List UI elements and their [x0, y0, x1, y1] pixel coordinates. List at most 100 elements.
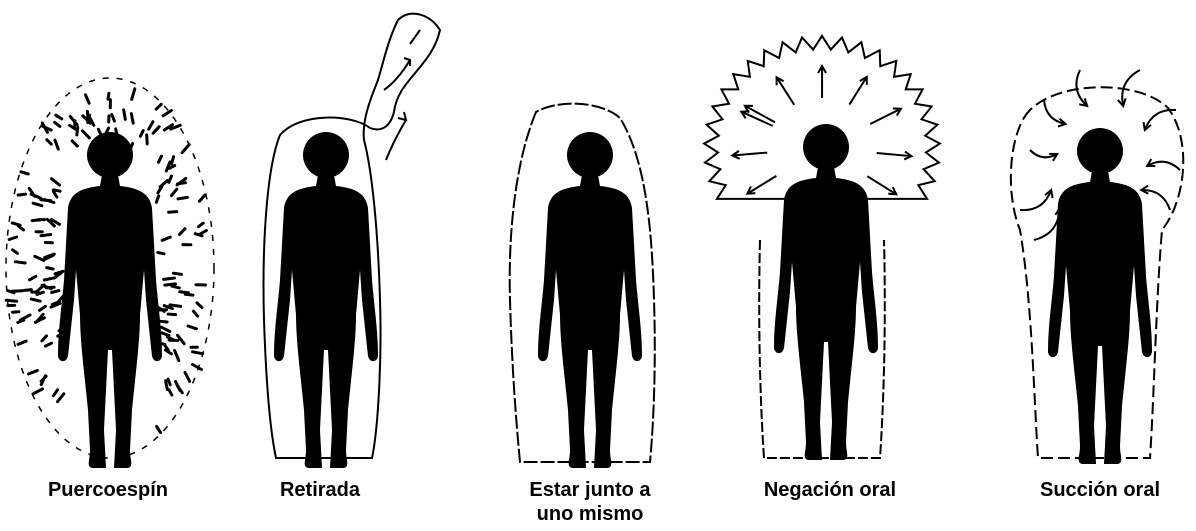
- quill-mark: [130, 87, 137, 101]
- caption-negacion-oral: Negación oral: [763, 479, 897, 501]
- inward-arrow: [1075, 69, 1089, 108]
- quill-mark: [51, 189, 59, 199]
- quill-mark: [49, 301, 62, 309]
- quill-mark: [151, 125, 161, 135]
- quill-mark: [43, 252, 56, 259]
- inward-arrow: [1019, 188, 1054, 212]
- quill-mark: [19, 170, 30, 176]
- quill-mark: [39, 198, 53, 203]
- outward-arrows: [730, 63, 914, 196]
- outward-arrow: [730, 150, 768, 160]
- quill-mark: [40, 283, 53, 291]
- quill-mark: [52, 188, 62, 193]
- inward-arrow: [1142, 108, 1177, 132]
- quill-mark: [41, 124, 53, 132]
- quill-mark: [193, 232, 204, 238]
- quill-mark: [35, 290, 45, 296]
- quill-mark: [51, 388, 60, 398]
- outward-arrow: [848, 75, 868, 106]
- quill-mark: [29, 192, 43, 200]
- body-silhouette: [538, 132, 642, 468]
- quill-mark: [45, 266, 55, 271]
- quill-mark: [169, 123, 182, 131]
- quill-mark: [42, 276, 55, 282]
- quill-mark: [160, 235, 172, 242]
- quill-mark: [10, 289, 25, 293]
- quill-mark: [33, 316, 46, 324]
- quill-mark: [50, 300, 62, 306]
- quill-mark: [81, 114, 92, 125]
- body-silhouette: [274, 132, 378, 468]
- quill-mark: [7, 235, 18, 241]
- quill-mark: [198, 229, 208, 236]
- quill-mark: [53, 120, 62, 128]
- quill-mark: [169, 155, 176, 166]
- quill-mark: [28, 274, 38, 282]
- quill-mark: [13, 260, 27, 265]
- quill-mark: [45, 217, 56, 228]
- quill-mark: [197, 221, 205, 229]
- quill-mark: [162, 304, 174, 311]
- quill-mark: [16, 339, 28, 346]
- quill-mark: [40, 334, 48, 343]
- quill-mark: [39, 233, 53, 238]
- quill-mark: [122, 108, 127, 121]
- quill-mark: [70, 139, 79, 148]
- quill-mark: [174, 380, 182, 392]
- quill-mark: [50, 218, 61, 226]
- quill-mark: [30, 218, 42, 223]
- aura-outline: [5, 77, 215, 459]
- quill-mark: [178, 227, 187, 236]
- quill-mark: [4, 298, 19, 303]
- inward-arrow: [1029, 149, 1059, 162]
- quill-mark: [16, 192, 28, 197]
- quill-mark: [186, 324, 198, 331]
- caption-puercoespin: Puercoespín: [47, 479, 169, 501]
- quill-mark: [191, 309, 200, 318]
- outward-arrow: [817, 63, 827, 99]
- quill-mark: [50, 289, 61, 294]
- quill-mark: [176, 181, 187, 186]
- quill-mark: [166, 377, 172, 387]
- quill-mark: [84, 93, 91, 105]
- quill-mark: [45, 138, 53, 146]
- quill-mark: [167, 210, 179, 214]
- quill-mark: [106, 91, 111, 101]
- quill-mark: [178, 290, 190, 295]
- quill-mark: [110, 112, 116, 123]
- quill-mark: [16, 318, 26, 324]
- quill-mark: [160, 325, 172, 333]
- figure-succion-oral: [1009, 69, 1185, 464]
- quill-mark: [147, 120, 155, 131]
- quill-mark: [156, 185, 164, 195]
- quill-mark: [163, 343, 170, 352]
- quill-mark: [53, 138, 60, 151]
- quill-mark: [159, 330, 171, 337]
- caption-retirada: Retirada: [279, 479, 361, 501]
- spiky-aura: [702, 34, 942, 200]
- aura-outline: [1009, 86, 1185, 459]
- quill-mark: [27, 369, 39, 376]
- quill-mark: [183, 370, 192, 383]
- quill-mark: [154, 194, 161, 204]
- quill-mark: [163, 282, 177, 287]
- quill-mark: [162, 123, 174, 132]
- quill-mark: [38, 304, 47, 312]
- quill-mark: [154, 102, 163, 111]
- outward-arrow: [775, 75, 796, 106]
- outward-arrow: [869, 107, 903, 125]
- inward-arrow: [1043, 99, 1068, 128]
- quill-mark: [145, 133, 149, 146]
- quill-mark: [166, 312, 178, 317]
- quill-mark: [10, 221, 22, 227]
- outward-arrow: [866, 175, 898, 196]
- quill-mark: [39, 374, 48, 383]
- quill-mark: [167, 388, 174, 397]
- quill-mark: [195, 301, 204, 310]
- quill-mark: [81, 129, 91, 140]
- quill-mark: [43, 341, 53, 348]
- quill-mark: [164, 160, 172, 173]
- inward-arrow: [1139, 184, 1171, 211]
- quill-mark: [54, 113, 64, 121]
